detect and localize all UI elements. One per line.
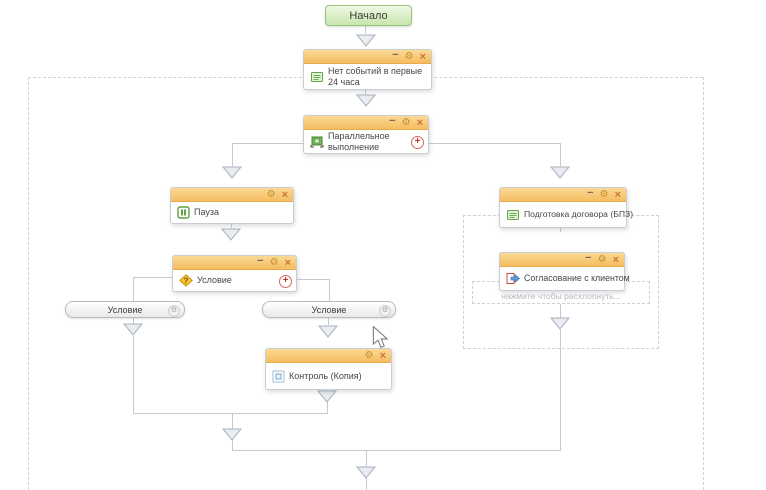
connector: [231, 222, 232, 228]
close-icon[interactable]: ×: [419, 50, 426, 63]
minimize-icon[interactable]: −: [585, 252, 592, 264]
arrowhead-icon: [317, 325, 339, 338]
connector: [232, 143, 303, 144]
connector: [560, 330, 561, 450]
minimize-icon[interactable]: −: [392, 49, 399, 61]
parallel-icon: [310, 136, 324, 148]
node-title: Нет событий в первые 24 часа: [328, 66, 423, 87]
node-title: Контроль (Копия): [289, 370, 362, 381]
arrowhead-icon: [549, 317, 571, 330]
node-header: − ⚙ ×: [500, 253, 624, 267]
node-title: Условие: [197, 275, 232, 286]
settings-gear-icon[interactable]: ⚙: [597, 253, 607, 265]
connector: [560, 226, 561, 232]
node-title: Параллельное выполнение: [328, 131, 390, 152]
node-title: Подготовка договора (БПЗ): [524, 208, 634, 219]
node-condition[interactable]: − ⚙ × ? Условие +: [172, 255, 297, 292]
branch-gear-icon[interactable]: ⚙: [168, 304, 180, 317]
connector: [232, 413, 233, 429]
node-no-events[interactable]: − ⚙ × Нет событий в первые 24 часа: [303, 49, 432, 90]
condition-branch-right[interactable]: Условие ⚙: [262, 301, 396, 318]
node-header: − ⚙ ×: [304, 116, 428, 130]
condition-branch-left[interactable]: Условие ⚙: [65, 301, 185, 318]
settings-gear-icon[interactable]: ⚙: [401, 116, 411, 128]
arrowhead-icon: [549, 166, 571, 179]
connector: [232, 143, 233, 166]
svg-text:?: ?: [184, 276, 189, 285]
connector: [328, 316, 329, 325]
contract-document-icon: [506, 209, 520, 221]
condition-diamond-icon: ?: [179, 274, 193, 287]
node-title: Пауза: [194, 207, 220, 218]
settings-gear-icon[interactable]: ⚙: [599, 188, 609, 200]
node-control-copy[interactable]: ⚙ × Контроль (Копия): [265, 348, 392, 390]
connector: [427, 143, 560, 144]
arrowhead-icon: [221, 428, 243, 441]
connector: [327, 402, 328, 413]
close-icon[interactable]: ×: [612, 253, 619, 266]
node-parallel-execution[interactable]: − ⚙ × Параллельное выполнение +: [303, 115, 429, 154]
node-client-approval[interactable]: − ⚙ × Согласование с клиентом: [499, 252, 630, 291]
connector: [329, 279, 330, 301]
node-header: − ⚙ ×: [500, 188, 626, 202]
branch-label: Условие: [311, 304, 347, 315]
branch-gear-icon[interactable]: ⚙: [379, 304, 391, 317]
connector: [133, 316, 134, 324]
connector: [133, 413, 328, 414]
connector: [365, 88, 366, 95]
settings-gear-icon[interactable]: ⚙: [364, 349, 374, 361]
close-icon[interactable]: ×: [416, 116, 423, 129]
arrowhead-icon: [355, 34, 377, 47]
approval-arrow-icon: [506, 272, 520, 285]
connector: [133, 277, 172, 278]
minimize-icon[interactable]: −: [257, 255, 264, 267]
close-icon[interactable]: ×: [284, 256, 291, 269]
close-icon[interactable]: ×: [281, 188, 288, 201]
arrowhead-icon: [316, 390, 338, 403]
arrowhead-icon: [220, 228, 242, 241]
branch-label: Условие: [107, 304, 143, 315]
add-branch-icon[interactable]: +: [279, 274, 292, 288]
close-icon[interactable]: ×: [379, 349, 386, 362]
outer-dashed-border-left: [28, 77, 29, 490]
node-header: − ⚙ ×: [173, 256, 296, 270]
arrowhead-icon: [355, 466, 377, 479]
settings-gear-icon[interactable]: ⚙: [404, 50, 414, 62]
add-activity-icon[interactable]: +: [411, 135, 424, 149]
connector: [295, 279, 329, 280]
connector: [133, 277, 134, 301]
minimize-icon[interactable]: −: [587, 187, 594, 199]
connector: [365, 24, 366, 34]
connector: [560, 143, 561, 166]
connector: [366, 450, 367, 467]
connector: [366, 478, 367, 490]
arrowhead-icon: [122, 323, 144, 336]
pause-icon: [177, 206, 190, 219]
close-icon[interactable]: ×: [614, 188, 621, 201]
settings-gear-icon[interactable]: ⚙: [266, 188, 276, 200]
connector: [133, 336, 134, 413]
node-contract-preparation[interactable]: − ⚙ × Подготовка договора (БПЗ): [499, 187, 633, 228]
connector: [560, 304, 561, 318]
document-icon: [310, 71, 324, 83]
node-pause[interactable]: ⚙ × Пауза: [170, 187, 294, 224]
arrowhead-icon: [355, 94, 377, 107]
control-icon: [272, 370, 285, 383]
connector: [232, 450, 561, 451]
mouse-cursor-icon: [372, 325, 389, 354]
connector: [232, 440, 233, 450]
node-title: Согласование с клиентом: [524, 273, 630, 284]
arrowhead-icon: [221, 166, 243, 179]
node-header: − ⚙ ×: [304, 50, 431, 64]
settings-gear-icon[interactable]: ⚙: [269, 256, 279, 268]
outer-dashed-border-right: [703, 77, 704, 490]
start-button[interactable]: Начало: [325, 5, 412, 26]
minimize-icon[interactable]: −: [389, 115, 396, 127]
node-header: ⚙ ×: [171, 188, 293, 202]
node-header: ⚙ ×: [266, 349, 391, 363]
